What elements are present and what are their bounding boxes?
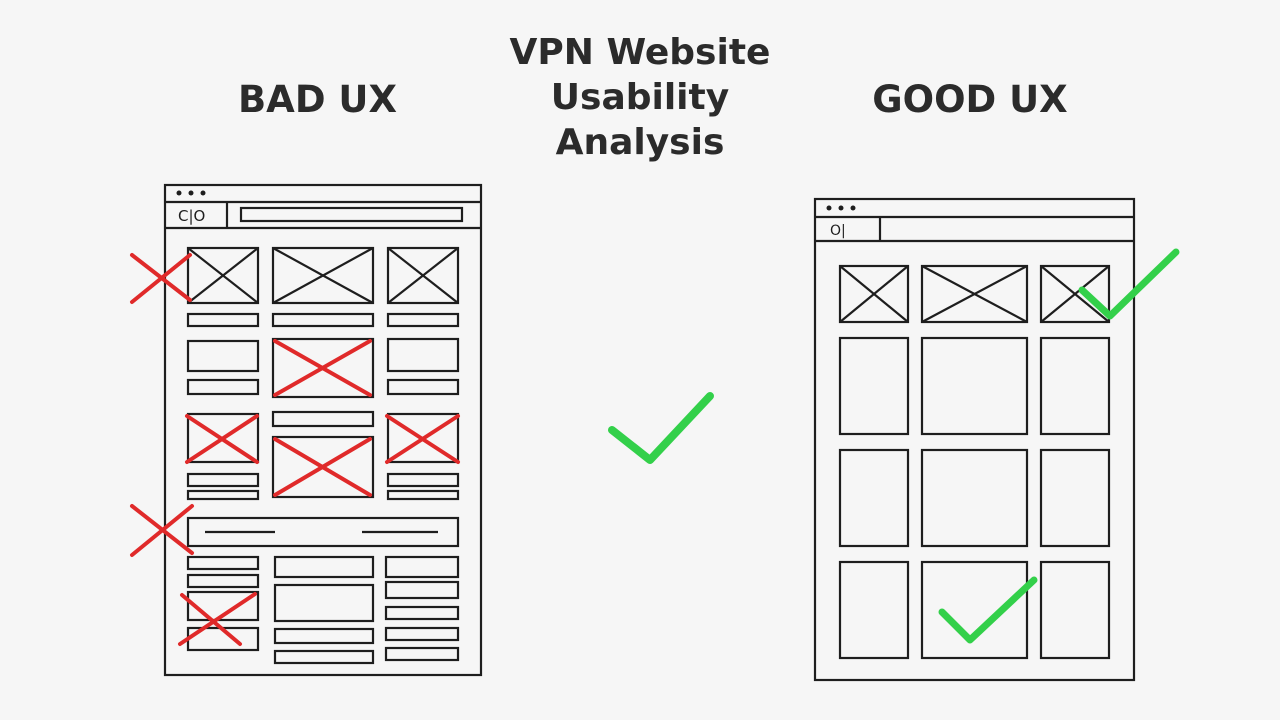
browser-window-frame	[163, 183, 483, 677]
browser-window-frame	[813, 197, 1136, 682]
cross-icon	[273, 437, 372, 497]
content-box	[186, 489, 260, 501]
content-box	[386, 337, 460, 373]
page-title: VPN Website Usability Analysis	[509, 32, 771, 163]
banner-box	[186, 516, 460, 548]
content-box	[186, 339, 260, 373]
cross-icon	[130, 504, 194, 557]
cross-icon	[185, 414, 259, 464]
browser-dots	[826, 205, 856, 211]
image-placeholder	[386, 246, 460, 305]
image-placeholder	[1039, 264, 1111, 324]
footer-placeholders	[186, 555, 460, 665]
image-placeholder	[920, 264, 1029, 324]
cross-icon	[130, 253, 192, 304]
image-placeholder	[271, 246, 375, 305]
good-ux-wireframe: O|	[813, 197, 1136, 682]
bad-ux-label: BAD UX	[237, 78, 397, 121]
content-grid	[838, 336, 1111, 660]
address-bar	[239, 206, 464, 223]
image-placeholder	[386, 412, 460, 464]
check-icon	[938, 576, 1038, 644]
content-box	[271, 410, 375, 428]
window-controls-text: C|O	[178, 207, 205, 225]
check-icon	[1078, 248, 1180, 320]
window-controls-text: O|	[830, 223, 846, 239]
image-placeholder	[186, 246, 260, 305]
cross-icon	[273, 339, 372, 397]
image-placeholder	[271, 435, 375, 499]
content-box	[186, 378, 260, 396]
cross-icon	[385, 414, 460, 464]
image-placeholder	[186, 412, 260, 464]
content-box	[386, 472, 460, 488]
image-placeholder	[838, 264, 910, 324]
check-icon	[608, 392, 714, 464]
browser-dots	[176, 190, 206, 196]
text-line-placeholders	[186, 312, 460, 328]
cross-marks	[130, 253, 460, 646]
content-box	[186, 472, 260, 488]
good-ux-label: GOOD UX	[872, 78, 1068, 121]
image-placeholder	[271, 337, 375, 399]
cross-icon	[178, 592, 257, 646]
bad-ux-wireframe: C|O	[163, 183, 483, 677]
content-box	[386, 378, 460, 396]
content-box	[386, 489, 460, 501]
